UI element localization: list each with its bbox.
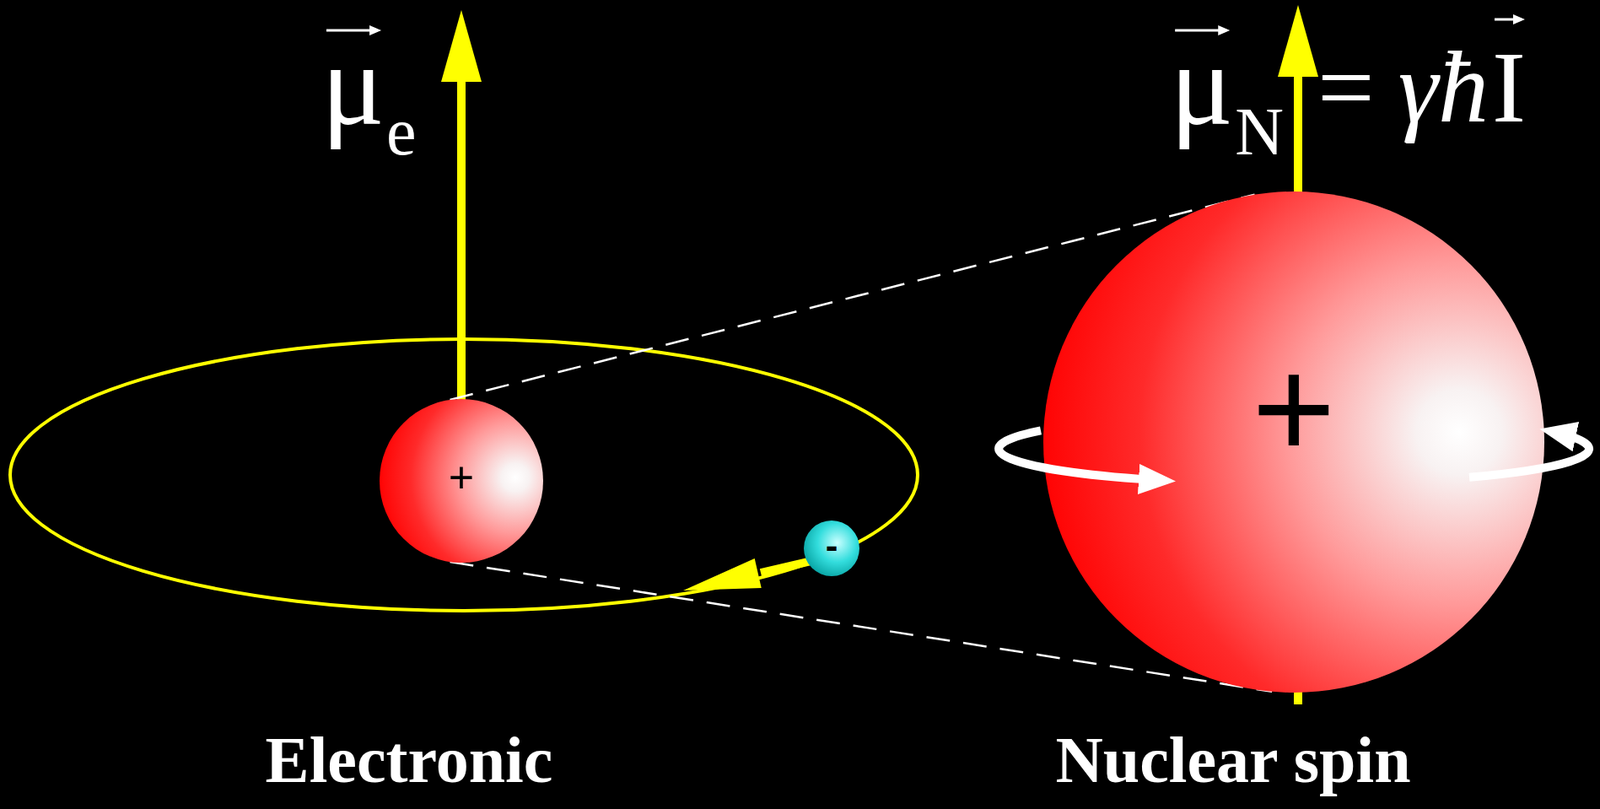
electron: - bbox=[803, 520, 860, 577]
symbol: μ bbox=[321, 18, 385, 150]
rotation-arrow bbox=[1469, 430, 1590, 477]
subscript: N bbox=[1234, 94, 1284, 169]
subscript: e bbox=[386, 94, 417, 169]
caption-electronic: Electronic bbox=[265, 727, 554, 793]
sphere bbox=[803, 520, 860, 577]
moment-formula: =γħI bbox=[1317, 37, 1526, 139]
charge-sign: - bbox=[825, 527, 839, 565]
caption: Electronic bbox=[265, 722, 554, 797]
sphere bbox=[1043, 191, 1545, 693]
electronic-moment-symbol: μe bbox=[321, 25, 417, 144]
sphere bbox=[379, 398, 544, 563]
electronic-moment-head bbox=[441, 10, 482, 82]
nuclear-moment-head bbox=[1277, 5, 1319, 77]
vector-arrow-head bbox=[1513, 14, 1525, 25]
caption-nuclear: Nuclear spin bbox=[1055, 727, 1411, 793]
charge-sign: + bbox=[1251, 336, 1336, 480]
rotation-arrow bbox=[998, 430, 1164, 480]
charge-sign: + bbox=[448, 455, 475, 500]
symbol: γħ bbox=[1398, 31, 1489, 144]
small-nucleus: + bbox=[379, 398, 544, 563]
caption: Nuclear spin bbox=[1055, 722, 1411, 797]
equals-sign: = bbox=[1317, 31, 1375, 144]
electron-velocity-head bbox=[683, 558, 762, 591]
nucleus: + bbox=[1043, 191, 1545, 693]
symbol: μ bbox=[1169, 18, 1234, 150]
nuclear-moment-symbol: μN bbox=[1169, 25, 1284, 144]
symbol: I bbox=[1492, 31, 1526, 144]
electronic-moment-shaft bbox=[457, 77, 466, 414]
